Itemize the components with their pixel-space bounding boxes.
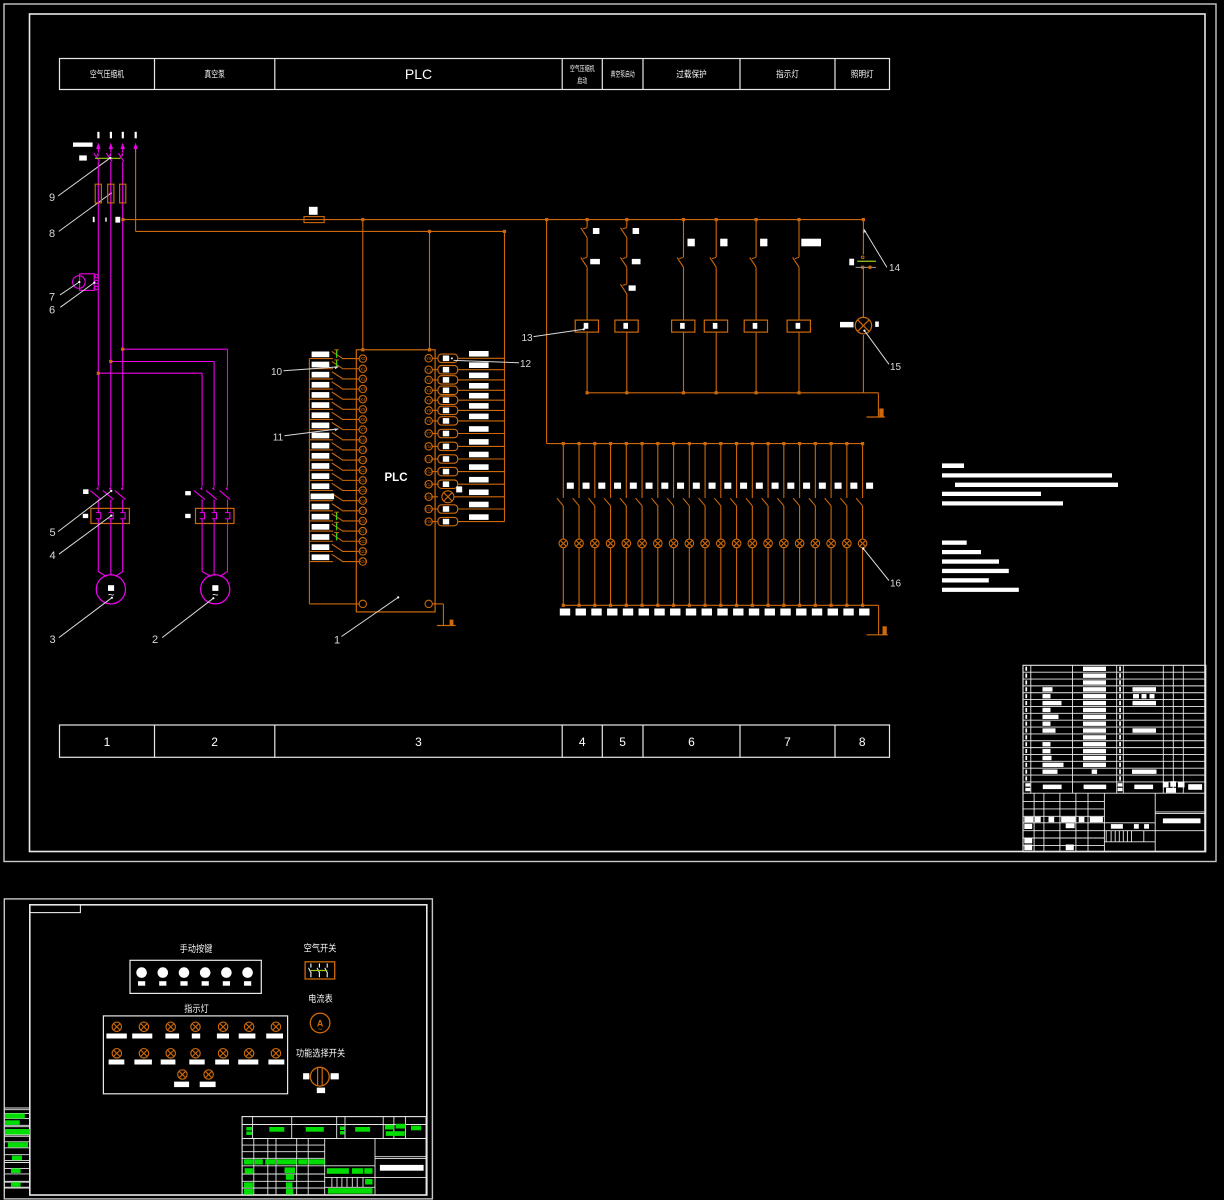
svg-text:2: 2: [152, 634, 158, 646]
svg-text:5: 5: [619, 735, 626, 749]
svg-text:Y7: Y7: [426, 431, 432, 436]
svg-text:6: 6: [688, 735, 695, 749]
svg-text:Y16: Y16: [425, 519, 433, 524]
svg-text:1: 1: [104, 735, 111, 749]
svg-text:Y12: Y12: [425, 469, 433, 474]
svg-text:10: 10: [271, 367, 283, 378]
svg-text:X16: X16: [359, 498, 367, 503]
svg-text:Y4: Y4: [426, 398, 432, 403]
svg-text:Y1: Y1: [426, 367, 432, 372]
svg-text:3: 3: [49, 634, 55, 646]
svg-text:~: ~: [318, 1025, 323, 1034]
svg-text:X24: X24: [359, 559, 367, 564]
svg-text:7: 7: [49, 292, 55, 304]
svg-text:8: 8: [859, 735, 866, 749]
svg-text:X10: X10: [359, 437, 367, 442]
svg-text:7: 7: [784, 735, 791, 749]
svg-text:X2: X2: [360, 376, 366, 381]
svg-text:4: 4: [49, 550, 55, 562]
svg-text:Y5: Y5: [426, 408, 432, 413]
svg-text:Y15: Y15: [425, 507, 433, 512]
svg-text:X23: X23: [359, 549, 367, 554]
svg-text:5: 5: [49, 527, 55, 539]
svg-text:4: 4: [579, 735, 586, 749]
svg-text:X4: X4: [360, 397, 366, 402]
svg-text:X20: X20: [359, 519, 367, 524]
svg-text:X15: X15: [359, 488, 367, 493]
svg-text:PLC: PLC: [405, 66, 432, 82]
svg-text:X0: X0: [360, 356, 366, 361]
svg-text:1: 1: [334, 635, 340, 647]
svg-text:X1: X1: [360, 366, 366, 371]
svg-text:X21: X21: [359, 529, 367, 534]
svg-text:Y0: Y0: [426, 356, 432, 361]
svg-text:A: A: [317, 1019, 324, 1029]
svg-text:8: 8: [49, 228, 55, 240]
svg-text:2: 2: [211, 735, 218, 749]
svg-text:X5: X5: [360, 407, 366, 412]
svg-text:X13: X13: [359, 468, 367, 473]
svg-text:12: 12: [520, 359, 532, 370]
svg-text:X14: X14: [359, 478, 367, 483]
svg-text:X11: X11: [359, 448, 367, 453]
svg-text:X6: X6: [360, 417, 366, 422]
svg-text:Y14: Y14: [425, 494, 433, 499]
svg-text:Y2: Y2: [426, 378, 432, 383]
svg-text:3: 3: [415, 735, 422, 749]
svg-text:X3: X3: [360, 387, 366, 392]
svg-text:Y6: Y6: [426, 419, 432, 424]
svg-text:~: ~: [108, 590, 114, 602]
svg-text:6: 6: [49, 305, 55, 317]
svg-text:Y10: Y10: [425, 444, 433, 449]
svg-text:PLC: PLC: [385, 472, 408, 484]
svg-text:16: 16: [890, 579, 902, 590]
svg-text:13: 13: [521, 333, 533, 344]
svg-text:Y13: Y13: [425, 482, 433, 487]
svg-text:~: ~: [212, 590, 218, 602]
svg-text:15: 15: [890, 362, 902, 373]
svg-text:X12: X12: [359, 458, 367, 463]
svg-text:11: 11: [273, 433, 284, 444]
svg-text:Y3: Y3: [426, 388, 432, 393]
svg-text:X22: X22: [359, 539, 367, 544]
svg-text:X17: X17: [359, 508, 367, 513]
svg-text:Y11: Y11: [425, 457, 433, 462]
svg-text:X7: X7: [360, 427, 366, 432]
svg-text:14: 14: [889, 263, 901, 274]
svg-text:9: 9: [49, 192, 55, 204]
